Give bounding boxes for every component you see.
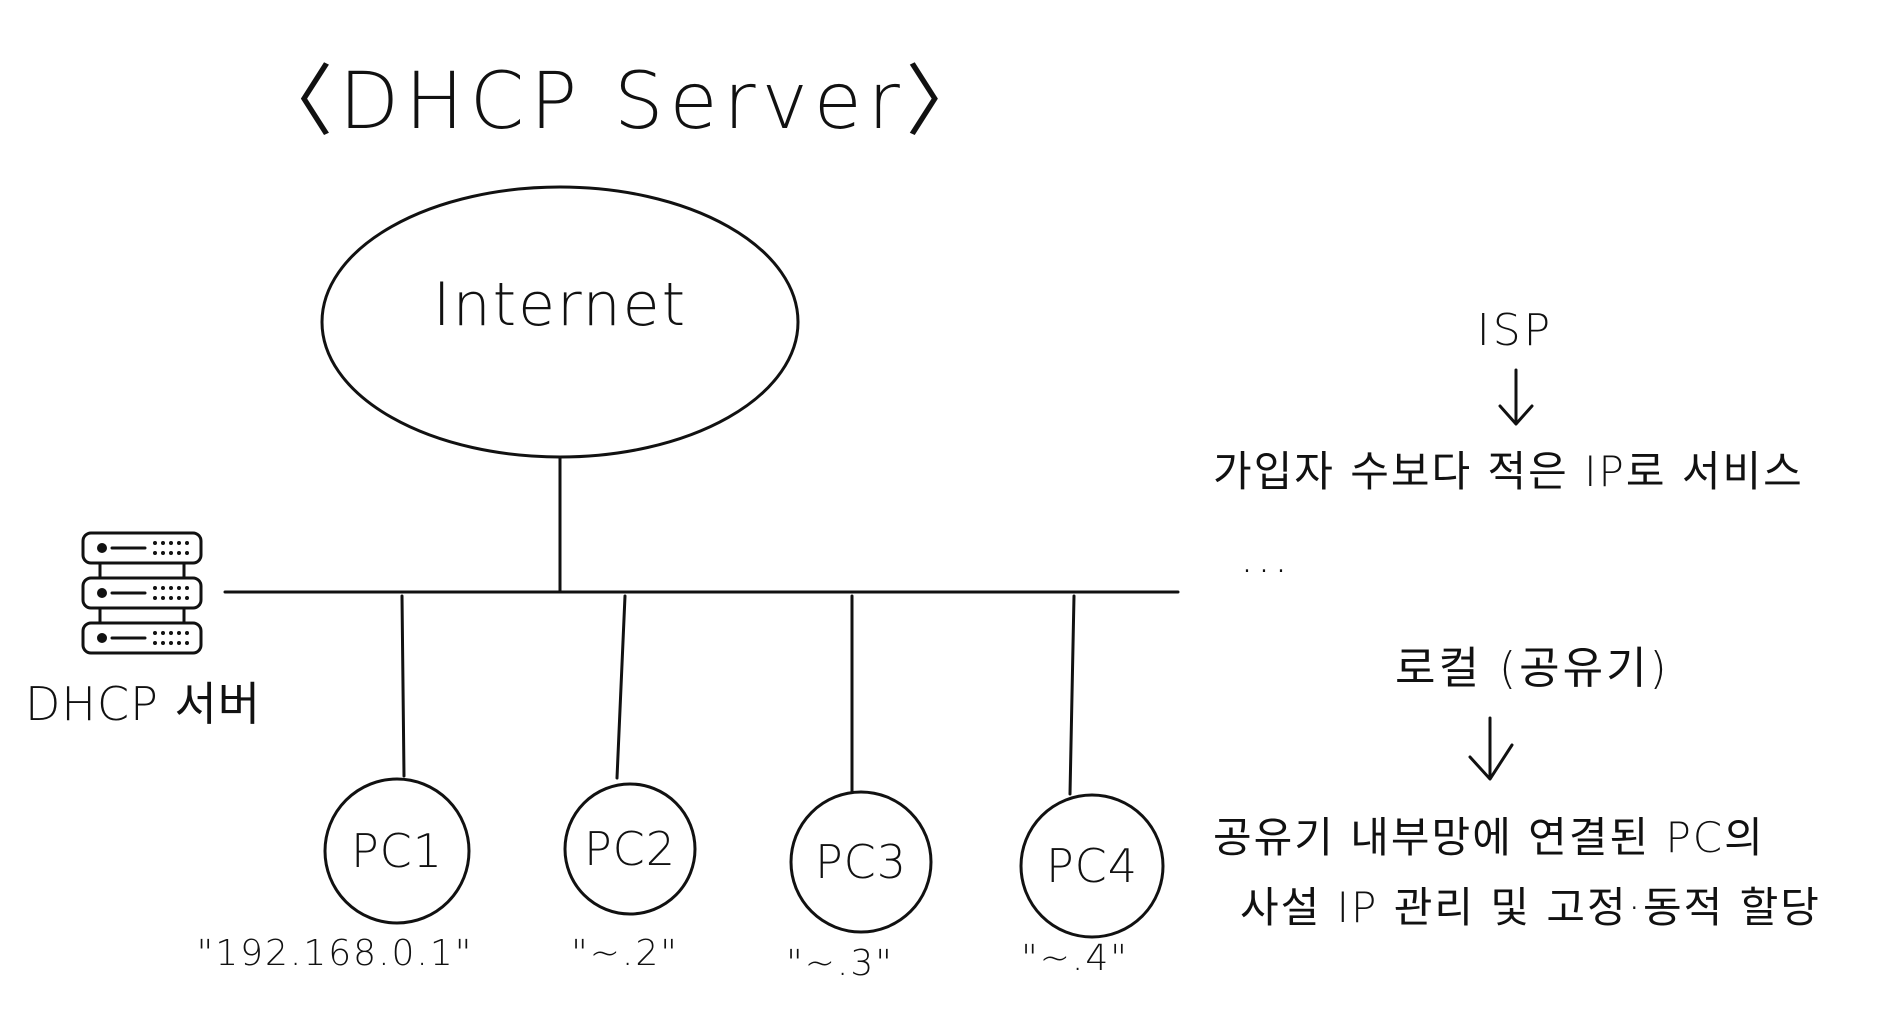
pc2-ip: "~.2" xyxy=(571,933,679,974)
local-label: 로컬 (공유기) xyxy=(1395,643,1670,694)
local-description-line2: 사설 IP 관리 및 고정·동적 할당 xyxy=(1240,883,1821,932)
pc2-node: PC2 xyxy=(563,782,697,916)
pc1-label: PC1 xyxy=(351,824,443,878)
ellipsis: ... xyxy=(1240,532,1291,583)
pc3-ip: "~.3" xyxy=(786,943,894,984)
diagram-title: 〈DHCP Server〉 xyxy=(255,57,990,147)
local-description-line1: 공유기 내부망에 연결된 PC의 xyxy=(1213,813,1765,862)
pc1-link xyxy=(400,594,406,778)
pc4-node: PC4 xyxy=(1019,793,1165,939)
pc2-link xyxy=(615,594,627,780)
pc4-label: PC4 xyxy=(1046,839,1138,893)
pc1-ip: "192.168.0.1" xyxy=(197,933,474,974)
pc2-label: PC2 xyxy=(584,822,676,876)
pc1-node: PC1 xyxy=(323,777,471,925)
isp-label: ISP xyxy=(1477,305,1553,356)
isp-description: 가입자 수보다 적은 IP로 서비스 xyxy=(1213,447,1804,496)
pc4-link xyxy=(1068,594,1076,796)
pc4-ip: "~.4" xyxy=(1021,938,1129,979)
server-label: DHCP 서버 xyxy=(25,677,261,731)
internet-label: Internet xyxy=(433,270,687,340)
server-icon xyxy=(81,531,203,655)
local-arrow xyxy=(1468,716,1514,781)
pc3-node: PC3 xyxy=(789,790,933,934)
isp-arrow xyxy=(1498,368,1534,426)
pc3-label: PC3 xyxy=(815,835,907,889)
